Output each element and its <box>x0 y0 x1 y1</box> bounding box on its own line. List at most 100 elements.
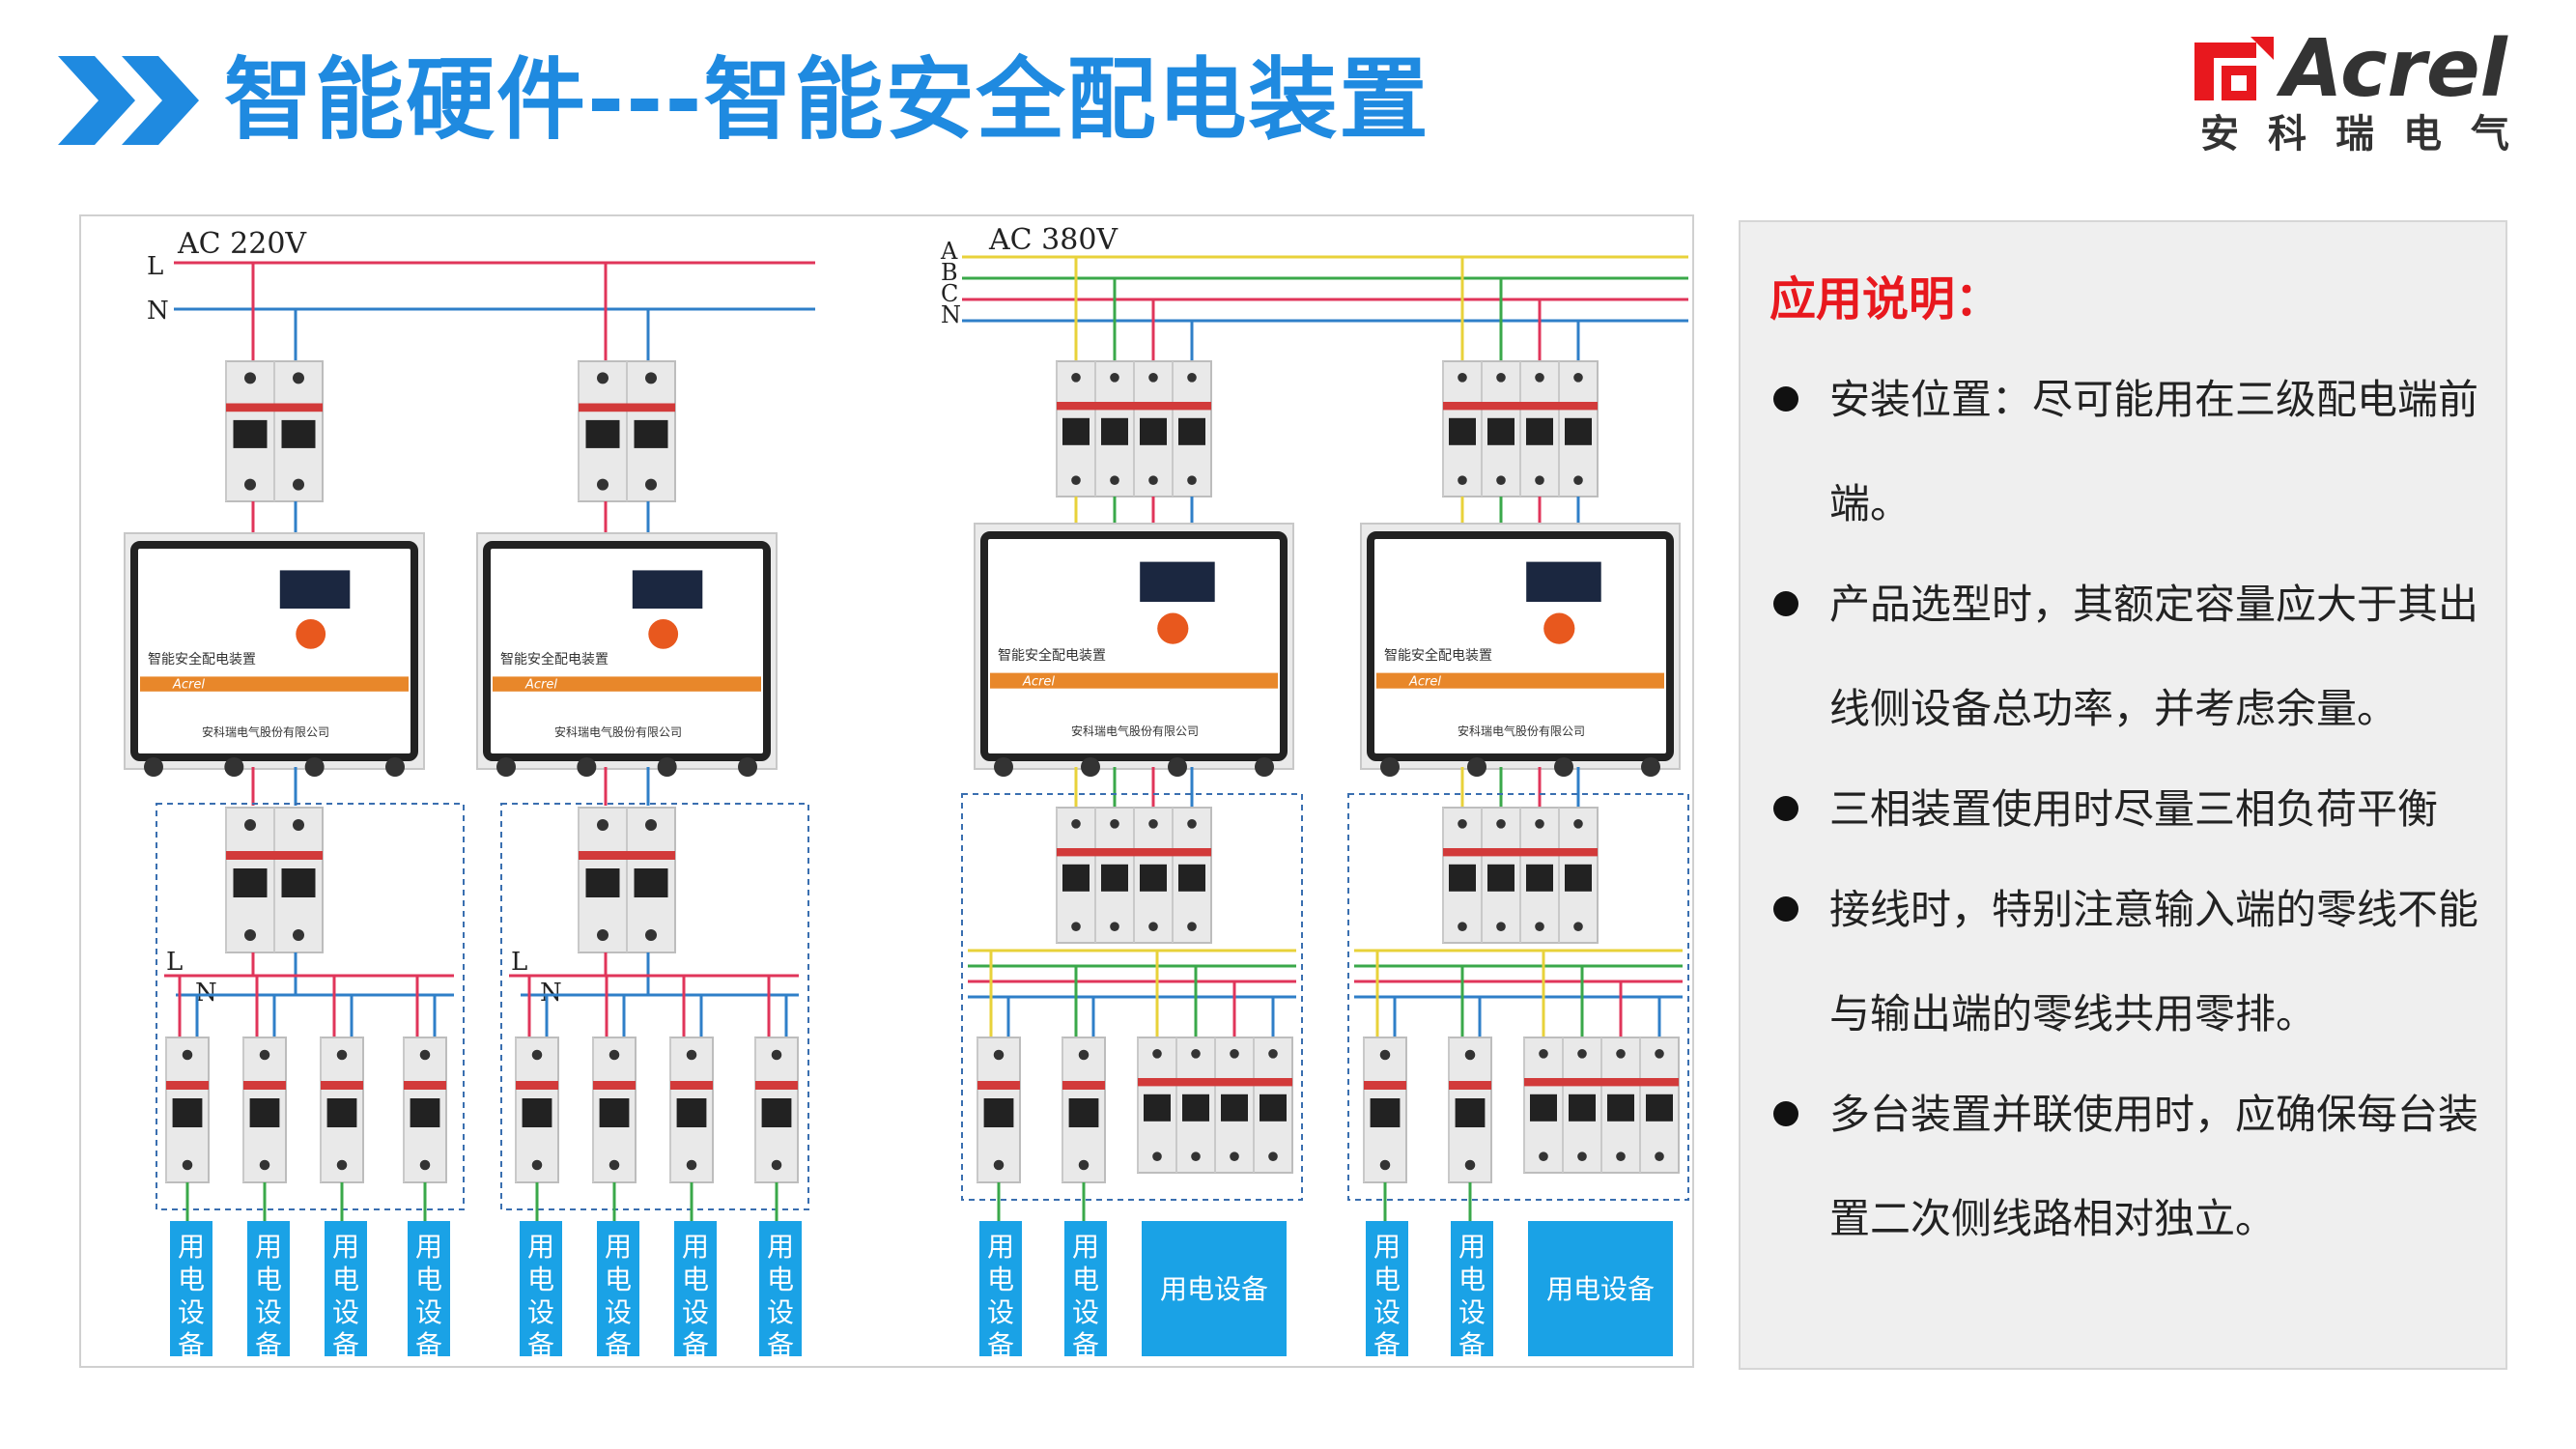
breaker-lever <box>1062 864 1090 892</box>
dashed-enclosure <box>156 803 465 1210</box>
terminal-screw <box>645 929 657 941</box>
terminal-screw <box>1071 922 1081 931</box>
terminal-screw <box>645 372 657 384</box>
terminal-screw <box>1539 1049 1548 1059</box>
breaker-lever <box>1646 1094 1673 1122</box>
branch-breaker-4p <box>1137 1037 1293 1174</box>
terminal-screw <box>1230 1049 1239 1059</box>
terminal-screw <box>259 1159 270 1171</box>
equipment-label: 用电设备 <box>987 1231 1014 1361</box>
equipment-box: 用电设备 <box>408 1221 450 1361</box>
terminal-screw <box>1458 922 1467 931</box>
equipment-rect <box>325 1221 367 1356</box>
branch-label-n: N <box>195 979 217 1008</box>
device-wheel <box>738 757 757 777</box>
breaker-stripe <box>579 403 675 412</box>
device-label: 智能安全配电装置 <box>1384 647 1492 664</box>
terminal-screw <box>645 819 657 831</box>
breaker-lever <box>410 1098 440 1127</box>
bullet-icon <box>1773 386 1798 412</box>
terminal-screw <box>771 1159 782 1171</box>
device-brand: Acrel <box>1408 674 1441 689</box>
terminal-screw <box>1496 819 1506 829</box>
terminal-screw <box>1573 922 1583 931</box>
breaker-lever <box>1101 864 1128 892</box>
equipment-box: 用电设备 <box>759 1221 802 1361</box>
page-title: 智能硬件---智能安全配电装置 <box>224 48 1430 152</box>
breaker-lever <box>233 868 268 897</box>
branch-label-l: L <box>166 948 183 977</box>
device-label: 智能安全配电装置 <box>148 651 256 668</box>
breaker-stripe <box>404 1081 446 1090</box>
acrel-logo: Acrel 安科瑞电气 <box>2193 23 2540 162</box>
breaker-lever <box>1370 1098 1401 1127</box>
breaker-lever <box>1221 1094 1248 1122</box>
equipment-box: 用电设备 <box>1451 1221 1493 1361</box>
breaker-lever <box>1101 417 1128 445</box>
equipment-label: 用电设备 <box>527 1231 554 1361</box>
device-wheel <box>1168 757 1187 777</box>
equipment-rect <box>1451 1221 1493 1356</box>
equipment-rect <box>674 1221 717 1356</box>
terminal-screw <box>597 372 609 384</box>
bullet-icon <box>1773 591 1798 616</box>
terminal-screw <box>993 1159 1005 1171</box>
breaker-lever <box>599 1098 630 1127</box>
equipment-label: 用电设备 <box>1458 1231 1486 1361</box>
device-maker: 安科瑞电气股份有限公司 <box>1458 724 1585 738</box>
phase-label-a: A <box>940 238 958 265</box>
device-label: 智能安全配电装置 <box>500 651 609 668</box>
terminal-screw <box>336 1159 348 1171</box>
breaker-lever <box>585 419 620 448</box>
breaker-stripe <box>579 851 675 860</box>
equipment-label: 用电设备 <box>1546 1273 1655 1305</box>
header: 智能硬件---智能安全配电装置 Acrel 安科瑞电气 <box>0 0 2576 193</box>
device-brand: Acrel <box>172 678 205 693</box>
breaker-stripe <box>1449 1081 1491 1090</box>
equipment-rect <box>408 1221 450 1356</box>
equipment-rect <box>170 1221 212 1356</box>
terminal-screw <box>1577 1151 1587 1161</box>
note-text: 安装位置：尽可能用在三级配电端前端。 <box>1829 376 2479 527</box>
terminal-screw <box>1187 922 1197 931</box>
notes-list: 安装位置：尽可能用在三级配电端前端。 产品选型时，其额定容量应大于其出线侧设备总… <box>1769 348 2484 1267</box>
device-label: 智能安全配电装置 <box>998 647 1106 664</box>
input-breaker <box>578 360 676 502</box>
equipment-rect <box>759 1221 802 1356</box>
output-breaker-4p <box>1442 807 1599 944</box>
breaker-lever <box>1455 1098 1486 1127</box>
terminal-screw <box>1187 373 1197 383</box>
breaker-lever <box>1062 417 1090 445</box>
terminal-screw <box>1110 475 1119 486</box>
breaker-lever <box>1140 417 1167 445</box>
equipment-label: 用电设备 <box>332 1231 359 1361</box>
phase-label-n: N <box>941 301 961 328</box>
equipment-label: 用电设备 <box>1160 1273 1268 1305</box>
device-wheel <box>224 757 244 777</box>
equipment-box: 用电设备 <box>520 1221 562 1361</box>
voltage-label-220v: AC 220V <box>177 227 307 261</box>
device-wheel <box>994 757 1013 777</box>
device-display <box>632 570 703 609</box>
terminal-screw <box>1110 819 1119 829</box>
branch-breaker <box>242 1037 287 1183</box>
output-breaker <box>225 807 324 953</box>
terminal-screw <box>1148 475 1158 486</box>
list-item: 多台装置并联使用时，应确保每台装置二次侧线路相对独立。 <box>1769 1063 2484 1271</box>
terminal-screw <box>1458 475 1467 486</box>
breaker-stripe <box>516 1081 558 1090</box>
terminal-screw <box>1071 373 1081 383</box>
terminal-screw <box>597 819 609 831</box>
branch-breaker <box>977 1037 1021 1183</box>
device-wheel <box>144 757 163 777</box>
breaker-stripe <box>243 1081 286 1090</box>
dashed-enclosure <box>1347 793 1689 1201</box>
branch-label-n: N <box>540 979 562 1008</box>
device-orange-band <box>493 676 761 692</box>
branch-breaker <box>515 1037 559 1183</box>
terminal-screw <box>419 1159 431 1171</box>
device-wheel <box>1554 757 1573 777</box>
